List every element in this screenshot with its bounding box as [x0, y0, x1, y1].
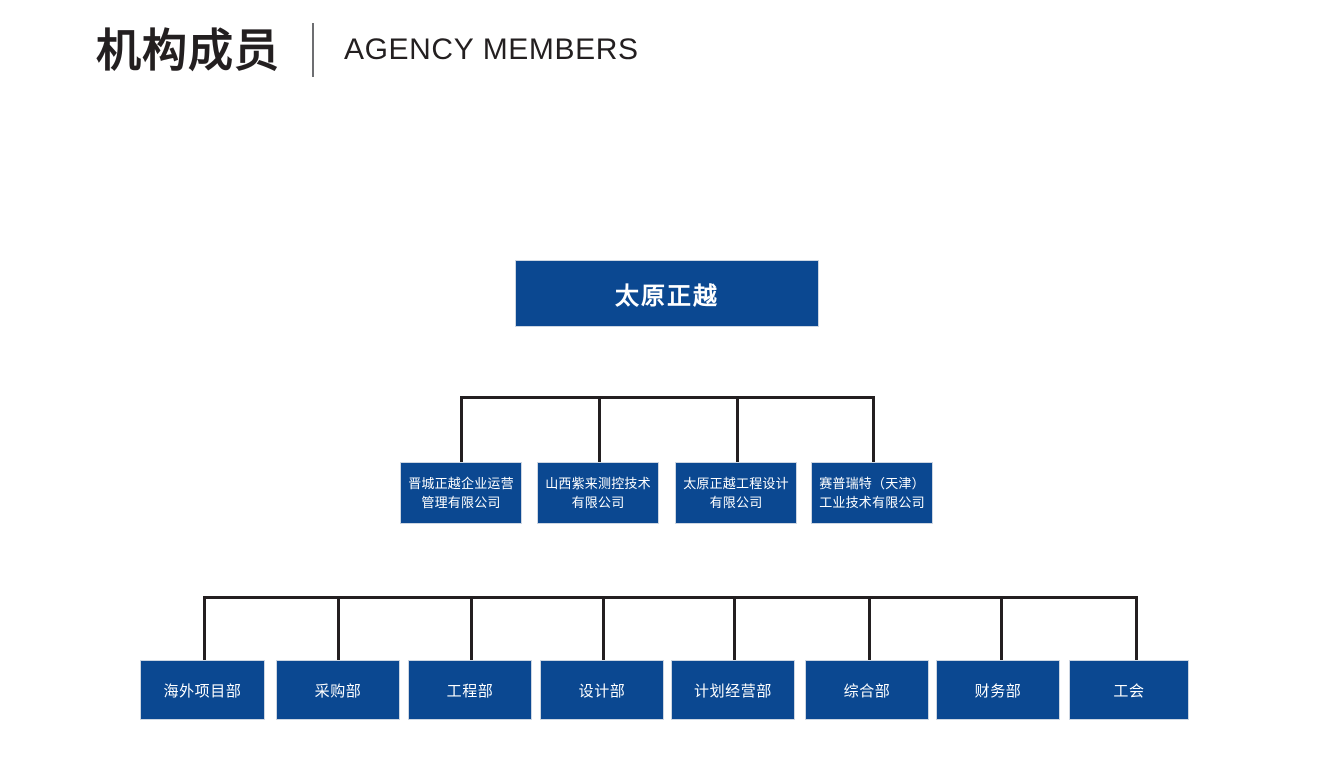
org-node-department-5[interactable]: 计划经营部	[672, 661, 794, 719]
org-node-root-label: 太原正越	[615, 283, 719, 310]
org-node-department-2-label: 采购部	[314, 682, 362, 700]
org-node-subsidiary-4[interactable]: 赛普瑞特（天津）工业技术有限公司	[812, 463, 932, 523]
title-divider-icon	[312, 23, 315, 77]
org-node-subsidiary-3[interactable]: 太原正越工程设计有限公司	[676, 463, 796, 523]
page-header: 机构成员 AGENCY MEMBERS	[96, 14, 639, 86]
connector-drop-level2-4	[872, 396, 875, 463]
connector-drop-level3-3	[470, 596, 473, 661]
org-node-subsidiary-3-label: 太原正越工程设计有限公司	[683, 475, 789, 511]
org-node-subsidiary-2[interactable]: 山西紫来测控技术有限公司	[538, 463, 658, 523]
connector-drop-level3-2	[337, 596, 340, 661]
org-node-subsidiary-1[interactable]: 晋城正越企业运营管理有限公司	[401, 463, 521, 523]
connector-drop-level3-4	[602, 596, 605, 661]
connector-drop-level3-6	[868, 596, 871, 661]
org-node-department-4-label: 设计部	[578, 682, 626, 700]
org-node-subsidiary-4-label: 赛普瑞特（天津）工业技术有限公司	[819, 475, 925, 511]
page-title-en: AGENCY MEMBERS	[344, 33, 639, 66]
org-node-root[interactable]: 太原正越	[516, 261, 818, 326]
org-node-department-3[interactable]: 工程部	[409, 661, 531, 719]
org-node-subsidiary-1-label: 晋城正越企业运营管理有限公司	[408, 475, 514, 511]
connector-drop-level3-8	[1135, 596, 1138, 661]
connector-bus-level3	[203, 596, 1138, 599]
org-node-department-8-label: 工会	[1113, 682, 1145, 700]
org-node-department-4[interactable]: 设计部	[541, 661, 663, 719]
connector-drop-level3-5	[733, 596, 736, 661]
org-node-department-1[interactable]: 海外项目部	[141, 661, 264, 719]
org-node-department-1-label: 海外项目部	[163, 682, 242, 700]
org-node-department-7-label: 财务部	[974, 682, 1022, 700]
org-node-department-6[interactable]: 综合部	[806, 661, 928, 719]
org-node-department-5-label: 计划经营部	[693, 682, 772, 700]
org-node-department-7[interactable]: 财务部	[937, 661, 1059, 719]
org-node-department-6-label: 综合部	[843, 682, 891, 700]
connector-bus-level2	[460, 396, 875, 399]
connector-drop-level2-1	[460, 396, 463, 463]
org-node-subsidiary-2-label: 山西紫来测控技术有限公司	[545, 475, 651, 511]
org-node-department-2[interactable]: 采购部	[277, 661, 399, 719]
org-node-department-8[interactable]: 工会	[1070, 661, 1188, 719]
page-title-cn: 机构成员	[96, 24, 281, 76]
connector-drop-level2-3	[736, 396, 739, 463]
connector-drop-level3-7	[1000, 596, 1003, 661]
org-node-department-3-label: 工程部	[446, 682, 494, 700]
connector-drop-level2-2	[598, 396, 601, 463]
connector-drop-level3-1	[203, 596, 206, 661]
